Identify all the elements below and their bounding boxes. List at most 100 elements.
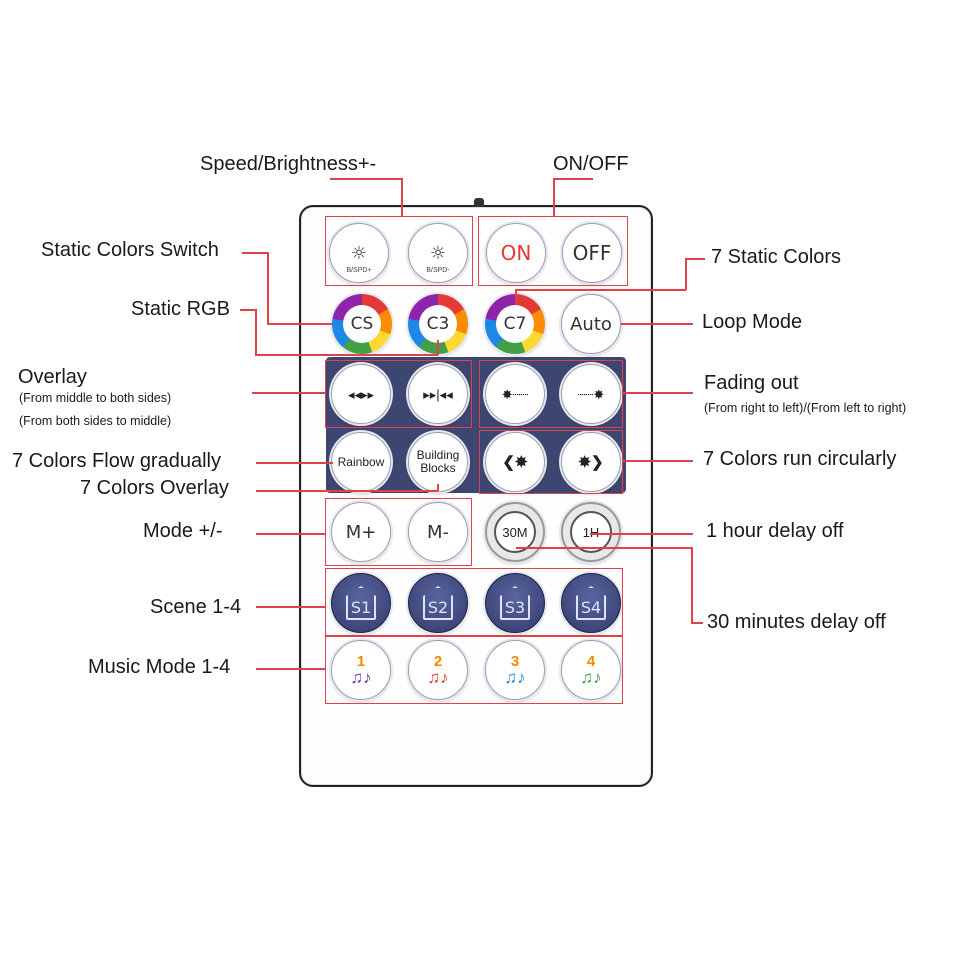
music-mode-1-button[interactable]: 1 ♫♪ [331,640,391,700]
label-thirty-minutes-delay: 30 minutes delay off [707,611,886,633]
label-overlay: Overlay [18,366,87,388]
callout-line [685,258,687,290]
run-right-button[interactable]: ✸❯ [561,432,621,492]
label-seven-static-colors: 7 Static Colors [711,246,842,268]
label-music-mode: Music Mode 1-4 [88,656,231,678]
callout-line [621,323,693,325]
off-label: OFF [572,241,612,265]
callout-line [256,462,333,464]
cs-button[interactable]: CS [332,294,392,354]
rainbow-label: Rainbow [337,454,385,469]
callout-line [255,309,257,355]
mode-plus-label: M+ [345,521,377,543]
house-icon: S4 [575,586,607,620]
label-static-colors-switch: Static Colors Switch [41,239,219,261]
callout-line [256,490,438,492]
overlay-middle-out-button[interactable]: ◂◂▸▸ [331,364,391,424]
delay-1h-label: 1H [570,511,612,553]
callout-line [437,340,439,355]
callout-line [267,252,269,324]
callout-line [553,178,555,216]
callout-line [515,289,686,291]
auto-button[interactable]: Auto [561,294,621,354]
fade-left-to-right-button[interactable]: ┈┈✸ [561,364,621,424]
overlay-sides-in-button[interactable]: ▸▸|◂◂ [408,364,468,424]
callout-line [516,547,692,549]
rainbow-button[interactable]: Rainbow [331,432,391,492]
sun-minus-icon: ☼ [429,242,447,264]
run-left-icon: ❮✸ [502,453,528,471]
music-mode-number: 1 [356,653,366,670]
auto-label: Auto [570,313,612,335]
house-icon: S1 [345,586,377,620]
sun-plus-icon: ☼ [350,242,368,264]
callout-line [553,178,593,180]
callout-line [256,668,325,670]
label-loop-mode: Loop Mode [702,311,803,333]
label-fading-out-note: (From right to left)/(From left to right… [704,401,907,415]
callout-line [330,178,402,180]
fade-right-to-left-button[interactable]: ✸┈┈ [485,364,545,424]
c7-button[interactable]: C7 [485,294,545,354]
label-seven-colors-overlay: 7 Colors Overlay [80,477,229,499]
brightness-down-sub-label: B/SPD- [426,267,450,274]
callout-line [437,484,439,491]
c7-label: C7 [496,305,534,343]
building-blocks-button[interactable]: Building Blocks [408,432,468,492]
callout-line [691,547,693,623]
music-mode-4-button[interactable]: 4 ♫♪ [561,640,621,700]
scene-3-button[interactable]: S3 [485,573,545,633]
music-notes-icon: ♫♪ [504,668,526,687]
music-mode-3-button[interactable]: 3 ♫♪ [485,640,545,700]
label-scene: Scene 1-4 [150,596,242,618]
scene-group-box [325,568,623,636]
scene-4-button[interactable]: S4 [561,573,621,633]
label-overlay-note-2: (From both sides to middle) [19,414,172,428]
label-speed-brightness: Speed/Brightness+- [200,153,377,175]
ir-emitter [474,198,484,207]
music-mode-2-button[interactable]: 2 ♫♪ [408,640,468,700]
mode-minus-label: M- [426,521,450,543]
delay-30m-button[interactable]: 30M [485,502,545,562]
scene-2-button[interactable]: S2 [408,573,468,633]
label-on-off: ON/OFF [553,153,629,175]
arrows-outward-icon: ◂◂▸▸ [347,386,375,402]
mode-group-box [325,498,472,566]
fading-group-box [479,360,623,428]
label-mode: Mode +/- [143,520,223,542]
callout-line [256,533,325,535]
mode-plus-button[interactable]: M+ [331,502,391,562]
off-button[interactable]: OFF [562,223,622,283]
callout-line [623,392,693,394]
house-icon: S2 [422,586,454,620]
house-icon: S3 [499,586,531,620]
callout-line [242,252,268,254]
music-notes-icon: ♫♪ [350,668,372,687]
label-flow-gradually: 7 Colors Flow gradually [12,450,221,472]
on-label: ON [500,241,532,265]
on-button[interactable]: ON [486,223,546,283]
run-left-button[interactable]: ❮✸ [485,432,545,492]
delay-30m-label: 30M [494,511,536,553]
brightness-up-button[interactable]: ☼ B/SPD+ [329,223,389,283]
brightness-up-sub-label: B/SPD+ [346,267,372,274]
label-static-rgb: Static RGB [131,298,230,320]
brightness-down-button[interactable]: ☼ B/SPD- [408,223,468,283]
run-right-icon: ✸❯ [578,453,604,471]
arrows-inward-icon: ▸▸|◂◂ [423,386,453,402]
label-fading-out: Fading out [704,372,799,394]
callout-line [685,258,705,260]
brightness-group-box [325,216,473,286]
music-notes-icon: ♫♪ [427,668,449,687]
music-mode-number: 2 [433,653,443,670]
callout-line [401,178,403,216]
callout-line [255,354,438,356]
mode-minus-button[interactable]: M- [408,502,468,562]
delay-1h-button[interactable]: 1H [561,502,621,562]
on-off-group-box [478,216,628,286]
overlay-group-box [325,360,472,428]
scene-1-button[interactable]: S1 [331,573,391,633]
callout-line [240,309,256,311]
run-group-box [479,430,623,494]
fade-left-icon: ✸┈┈ [501,386,529,402]
